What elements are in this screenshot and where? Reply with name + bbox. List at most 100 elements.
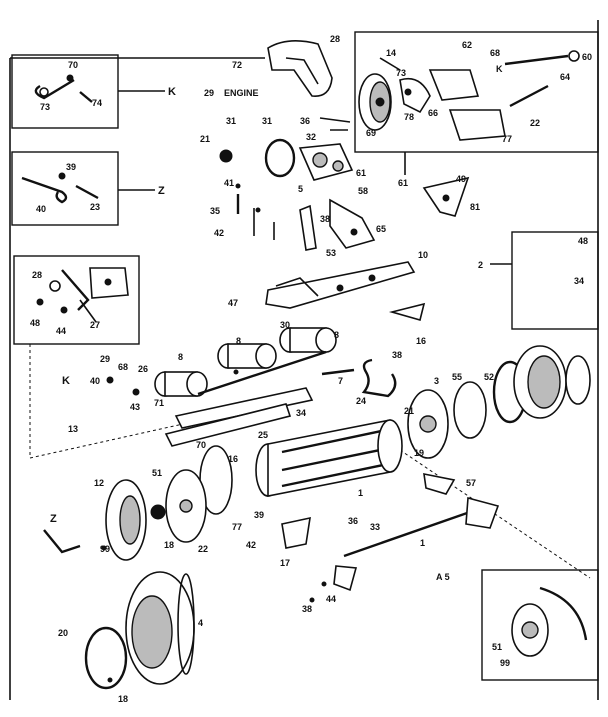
callout-29: 29	[204, 88, 214, 98]
key-part-a	[34, 74, 93, 103]
callout-20: 20	[58, 628, 68, 638]
callout-64: 64	[560, 72, 570, 82]
callout-11: 1	[358, 488, 363, 498]
callout-38: 38	[320, 214, 330, 224]
callout-k3: K	[62, 375, 70, 387]
callout-61: 61	[356, 168, 366, 178]
throttle-bracket	[36, 267, 129, 323]
callout-51: 51	[152, 468, 162, 478]
linkage-16	[388, 302, 426, 321]
inset-box-hub	[481, 569, 599, 681]
inset-box-key-z	[11, 151, 119, 226]
callout-36: 36	[300, 116, 310, 126]
callout-40b: 40	[90, 376, 100, 386]
dashed-zone-left	[29, 344, 256, 459]
callout-69: 69	[366, 128, 376, 138]
callout-3: 3	[434, 376, 439, 386]
callout-81: 81	[470, 202, 480, 212]
callout-36b: 36	[348, 516, 358, 526]
callout-39: 39	[66, 162, 76, 172]
lever-parts	[236, 194, 376, 251]
callout-21: 21	[200, 134, 210, 144]
callout-13: 13	[68, 424, 78, 434]
callout-43: 43	[130, 402, 140, 412]
gear-case	[219, 117, 354, 181]
callout-44: 44	[56, 326, 66, 336]
callout-29b: 29	[100, 354, 110, 364]
callout-5: 5	[298, 184, 303, 194]
shaft-7	[321, 368, 355, 376]
reel-assembly	[255, 419, 403, 497]
bracket-17	[281, 516, 311, 549]
callout-44b: 44	[326, 594, 336, 604]
callout-1: 1	[420, 538, 425, 548]
pulley-assembly	[358, 50, 580, 141]
callout-16: 16	[416, 336, 426, 346]
callout-51b: 51	[492, 642, 502, 652]
key-part-z	[21, 172, 99, 204]
right-wheel	[513, 345, 591, 419]
roller-set	[154, 327, 337, 397]
callout-52: 52	[484, 372, 494, 382]
fasteners	[101, 183, 327, 683]
callout-78: 78	[404, 112, 414, 122]
callout-21b: 21	[404, 406, 414, 416]
callout-42: 42	[214, 228, 224, 238]
callout-26: 26	[138, 364, 148, 374]
callout-70: 70	[68, 60, 78, 70]
callout-66: 66	[428, 108, 438, 118]
axle-1	[343, 510, 471, 558]
callout-7: 7	[338, 376, 343, 386]
callout-34: 34	[574, 276, 584, 286]
callout-14: 14	[386, 48, 396, 58]
callout-73b: 73	[396, 68, 406, 78]
callout-62: 62	[462, 40, 472, 50]
callout-23: 23	[90, 202, 100, 212]
callout-z: Z	[158, 185, 165, 197]
tire-left	[125, 571, 195, 685]
callout-47: 47	[228, 298, 238, 308]
callout-10: 10	[418, 250, 428, 260]
callout-73: 73	[40, 102, 50, 112]
callout-12: 12	[94, 478, 104, 488]
callout-65: 65	[376, 224, 386, 234]
callout-2: 2	[478, 260, 483, 270]
hub-detail	[511, 586, 588, 657]
inset-box-key-a	[11, 54, 119, 129]
callout-99: 99	[100, 544, 110, 554]
callout-8c: 8	[334, 330, 339, 340]
callout-32: 32	[306, 132, 316, 142]
callout-18: 18	[164, 540, 174, 550]
inset-box-pulley	[354, 31, 599, 153]
callout-17: 17	[280, 558, 290, 568]
callout-74: 74	[92, 98, 102, 108]
callout-27: 27	[90, 320, 100, 330]
callout-55: 55	[452, 372, 462, 382]
wrench-z	[43, 529, 81, 554]
callout-41: 41	[224, 178, 234, 188]
callout-37: 77	[232, 522, 242, 532]
callout-8a: 8	[178, 352, 183, 362]
spring-24	[361, 358, 397, 398]
callout-28: 28	[330, 34, 340, 44]
callout-57: 57	[466, 478, 476, 488]
callout-25: 25	[258, 430, 268, 440]
callout-48b: 48	[30, 318, 40, 328]
callout-42b: 42	[246, 540, 256, 550]
callout-40: 40	[36, 204, 46, 214]
callout-39b: 39	[254, 510, 264, 520]
callout-engine: ENGINE	[224, 88, 259, 98]
callout-4: 4	[198, 618, 203, 628]
clip-57	[423, 472, 456, 495]
callout-34b: 34	[296, 408, 306, 418]
bearing-51	[150, 504, 166, 520]
callout-60: 60	[582, 52, 592, 62]
callout-22: 22	[530, 118, 540, 128]
callout-99b: 99	[500, 658, 510, 668]
callout-31b: 31	[262, 116, 272, 126]
callout-8b: 8	[236, 336, 241, 346]
callout-28b: 28	[32, 270, 42, 280]
callout-a5: A 5	[436, 572, 450, 582]
bedknife-bar	[174, 387, 314, 429]
